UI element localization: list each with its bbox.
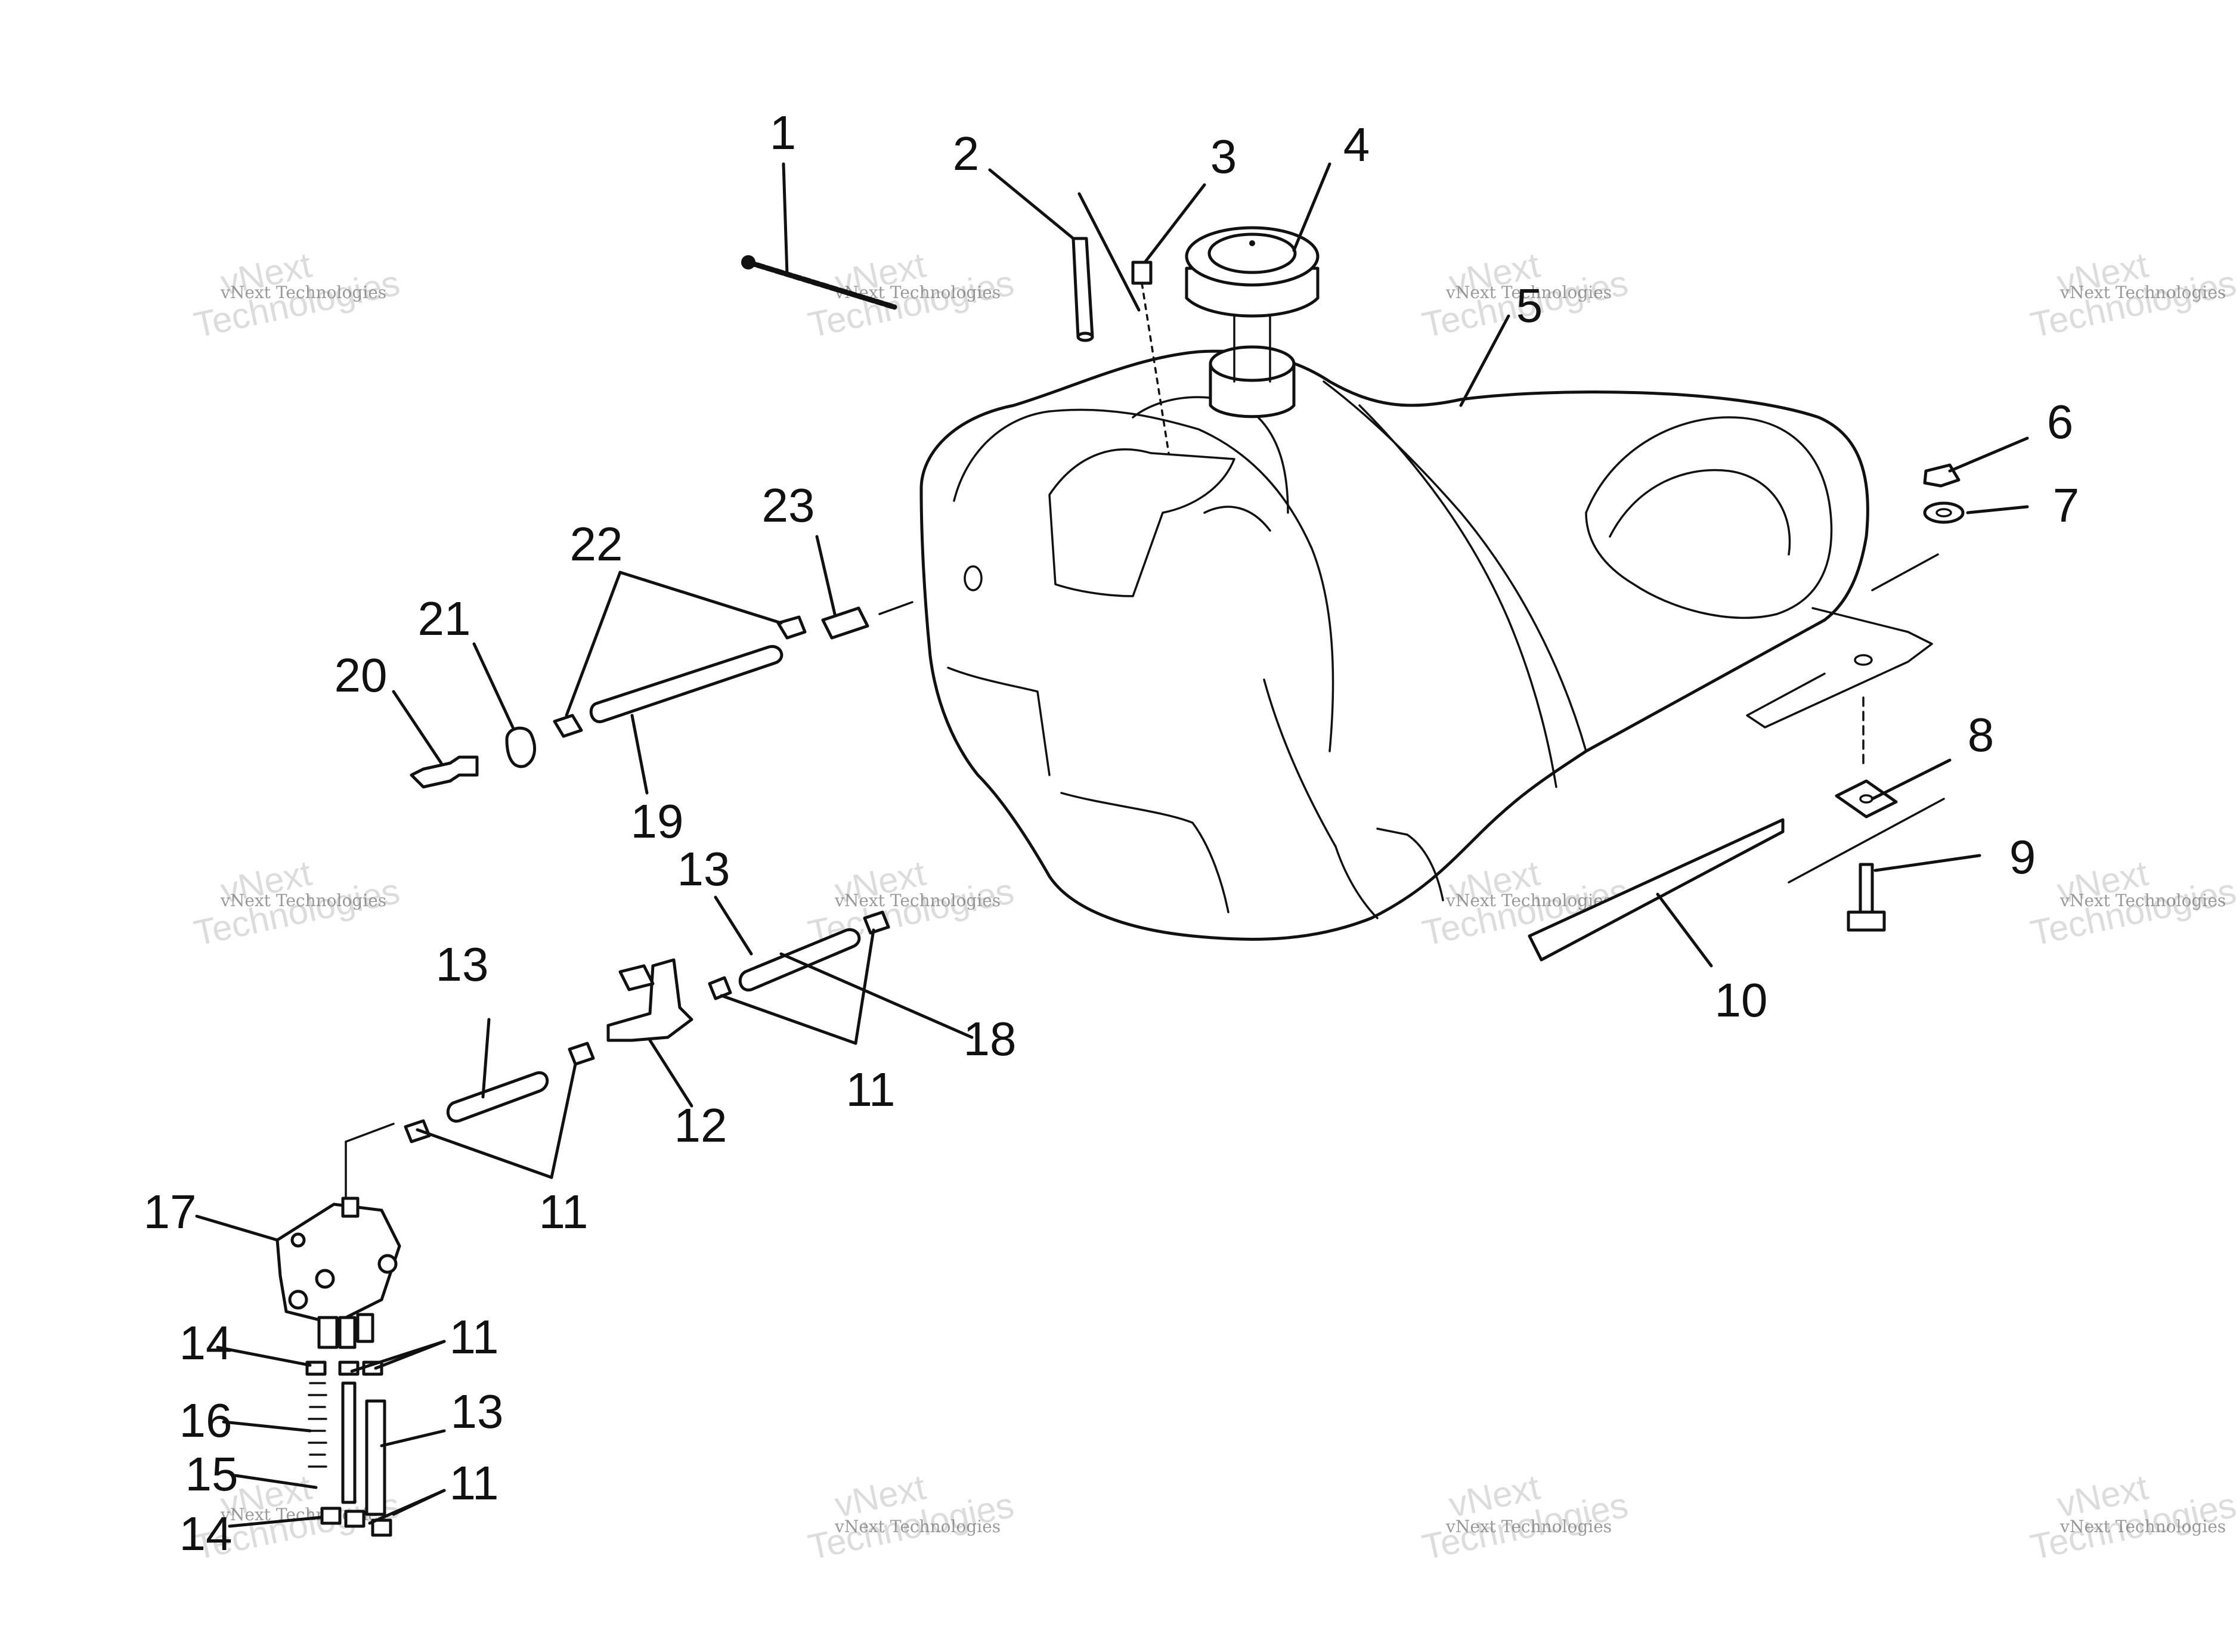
callout-5: 5 xyxy=(1516,279,1543,332)
leader-lines xyxy=(195,162,2029,1528)
callout-20: 20 xyxy=(335,649,388,702)
callout-11-pump-outlets: 11 xyxy=(449,1310,498,1363)
callout-16: 16 xyxy=(179,1394,233,1447)
callout-4: 4 xyxy=(1343,118,1370,171)
pin xyxy=(1071,237,1094,342)
callout-17: 17 xyxy=(144,1185,197,1238)
callout-11-fuel-line: 11 xyxy=(846,1063,895,1116)
fuel-cap xyxy=(1185,226,1320,419)
callouts: 1 2 3 4 5 6 7 8 9 10 11 11 11 11 12 13 1… xyxy=(144,106,2080,1560)
callout-6: 6 xyxy=(2047,395,2074,448)
long-bolt xyxy=(741,255,897,310)
callout-9: 9 xyxy=(2009,830,2036,884)
fuel-line-lower xyxy=(345,910,890,1200)
watermark-caption-mid-3: vNext Technologies xyxy=(1445,891,1612,910)
nut-and-washer xyxy=(1871,463,1965,591)
mounting-bolt xyxy=(1788,798,1945,932)
watermark-caption-mid-1: vNext Technologies xyxy=(220,891,386,910)
watermark-caption-top-3: vNext Technologies xyxy=(1445,283,1612,302)
callout-10: 10 xyxy=(1715,974,1768,1027)
callout-8: 8 xyxy=(1968,708,1995,761)
watermark-caption-top-4: vNext Technologies xyxy=(2060,283,2226,302)
watermark-bottom-4: vNext Technologies xyxy=(2027,1467,2236,1567)
rubber-strip xyxy=(1528,818,1785,962)
fuel-line-upper xyxy=(410,601,913,789)
callout-15: 15 xyxy=(185,1448,239,1501)
watermark-caption-mid-2: vNext Technologies xyxy=(834,891,1001,910)
mounting-pad xyxy=(1835,696,1898,819)
callout-1: 1 xyxy=(770,106,797,159)
watermark-bottom-2: vNext Technologies xyxy=(805,1467,1018,1567)
watermark-caption-bottom-4: vNext Technologies xyxy=(2060,1517,2226,1536)
callout-7: 7 xyxy=(2053,479,2080,532)
callout-23: 23 xyxy=(762,479,815,532)
watermark-caption-bottom-3: vNext Technologies xyxy=(1445,1517,1612,1536)
callout-12: 12 xyxy=(674,1099,727,1152)
callout-2: 2 xyxy=(953,127,980,180)
watermark-caption-top-2: vNext Technologies xyxy=(834,283,1001,302)
callout-11-lower-clamps: 11 xyxy=(449,1456,498,1510)
watermark-bottom-3: vNext Technologies xyxy=(1419,1467,1632,1567)
callout-14-upper: 14 xyxy=(179,1316,233,1369)
callout-21: 21 xyxy=(418,592,471,645)
fuel-pump xyxy=(275,1197,401,1537)
watermark-caption-bottom-2: vNext Technologies xyxy=(834,1517,1001,1536)
callout-13-lower: 13 xyxy=(451,1385,504,1438)
callout-19: 19 xyxy=(631,795,684,848)
fuel-tank xyxy=(919,349,1933,941)
watermark-caption-top-1: vNext Technologies xyxy=(220,283,386,302)
callout-3: 3 xyxy=(1210,130,1237,183)
callout-13-middle: 13 xyxy=(436,938,489,991)
callout-13-upper: 13 xyxy=(677,842,730,895)
callout-22: 22 xyxy=(570,517,623,571)
callout-18: 18 xyxy=(964,1012,1017,1065)
callout-14-lower: 14 xyxy=(179,1507,233,1560)
watermark-caption-mid-4: vNext Technologies xyxy=(2060,891,2226,910)
callout-11-pump-inlet: 11 xyxy=(538,1185,588,1238)
